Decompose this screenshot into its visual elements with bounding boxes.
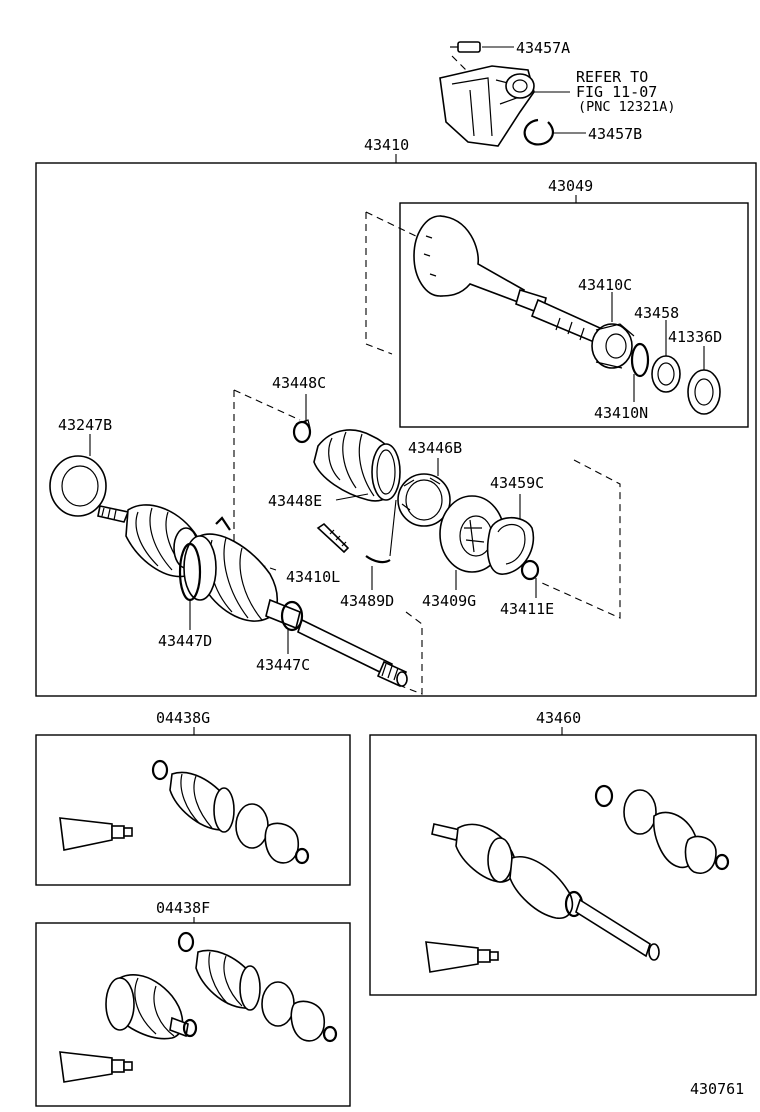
bracket bbox=[439, 65, 570, 147]
figure-number: 430761 bbox=[690, 1080, 744, 1098]
snap-ring-43457b bbox=[523, 118, 586, 146]
seal-41336d bbox=[687, 346, 721, 415]
boot-kit-04438g bbox=[151, 759, 310, 865]
label-refer-line2: FIG 11-07 bbox=[576, 83, 657, 101]
seal-43247b bbox=[49, 455, 107, 517]
clip-43489d bbox=[365, 555, 391, 590]
label-43447c: 43447C bbox=[256, 656, 310, 674]
label-refer-line3: (PNC 12321A) bbox=[578, 99, 676, 115]
label-43410l: 43410L bbox=[286, 568, 340, 586]
clamp-43447d bbox=[178, 516, 231, 630]
assembly-box-43460 bbox=[369, 734, 757, 996]
pin-43410l bbox=[316, 522, 350, 554]
label-43447d: 43447D bbox=[158, 632, 212, 650]
label-43410n: 43410N bbox=[594, 404, 648, 422]
label-43458: 43458 bbox=[634, 304, 679, 322]
bolt-43457a bbox=[450, 41, 514, 53]
grease-tube-04438f bbox=[59, 1051, 133, 1083]
ring-43458 bbox=[651, 320, 681, 393]
label-refer-line1: REFER TO bbox=[576, 68, 648, 86]
label-43460: 43460 bbox=[536, 709, 581, 727]
label-43411e: 43411E bbox=[500, 600, 554, 618]
label-43247b: 43247B bbox=[58, 416, 112, 434]
label-43049: 43049 bbox=[548, 177, 593, 195]
outboard-joint-housing bbox=[413, 215, 602, 344]
bearing-43410c bbox=[591, 292, 635, 369]
label-41336d: 41336D bbox=[668, 328, 722, 346]
boot-kit-04438f bbox=[105, 931, 338, 1043]
drive-shaft-43460 bbox=[431, 823, 660, 961]
grease-tube-04438g bbox=[59, 817, 133, 851]
label-43448c: 43448C bbox=[272, 374, 326, 392]
label-43457b: 43457B bbox=[588, 125, 642, 143]
label-43410c: 43410C bbox=[578, 276, 632, 294]
subassembly-box-43049 bbox=[399, 202, 749, 428]
label-43410: 43410 bbox=[364, 136, 409, 154]
label-43457a: 43457A bbox=[516, 39, 570, 57]
label-43448e: 43448E bbox=[268, 492, 322, 510]
label-43459c: 43459C bbox=[490, 474, 544, 492]
boot-set-43460 bbox=[594, 784, 730, 874]
label-04438g: 04438G bbox=[156, 709, 210, 727]
ring-43410n bbox=[630, 342, 650, 402]
label-04438f: 04438F bbox=[156, 899, 210, 917]
kit-box-04438f bbox=[35, 922, 351, 1107]
inboard-boot bbox=[313, 429, 401, 502]
kit-box-04438g bbox=[35, 734, 351, 886]
label-43489d: 43489D bbox=[340, 592, 394, 610]
label-43409g: 43409G bbox=[422, 592, 476, 610]
drive-shaft-43410 bbox=[97, 504, 408, 688]
assembly-box-43410 bbox=[35, 162, 757, 697]
clamp-43448c bbox=[292, 419, 312, 444]
joint-cover-43446b bbox=[397, 473, 451, 527]
grease-tube-43460 bbox=[425, 941, 499, 973]
label-43446b: 43446B bbox=[408, 439, 462, 457]
ring-43459c bbox=[486, 516, 535, 575]
snap-ring-43411e bbox=[520, 559, 540, 598]
